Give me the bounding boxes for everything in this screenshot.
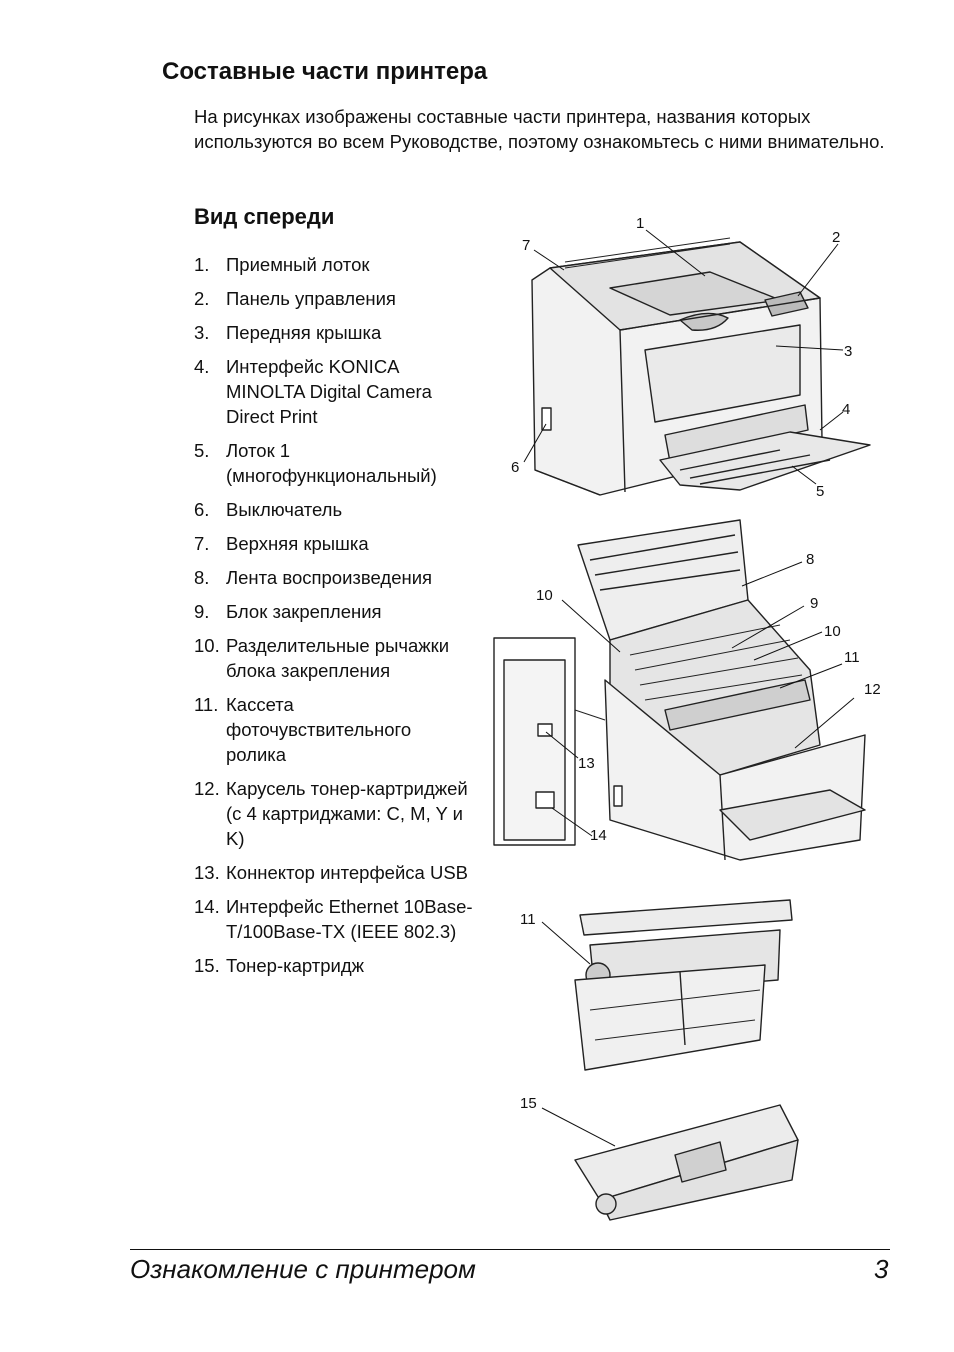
footer-rule — [130, 1249, 890, 1250]
list-item: 1. Приемный лоток — [194, 252, 474, 277]
parts-list: 1. Приемный лоток 2. Панель управления 3. П… — [194, 252, 474, 987]
item-number: 15. — [194, 955, 220, 976]
list-item: 12. Карусель тонер-картриджей (с 4 картри… — [194, 776, 474, 851]
leader-lines-drum — [541, 921, 591, 965]
item-label: Тонер-картридж — [226, 955, 365, 976]
item-label: Интерфейс Ethernet 10Base-T/100Base-TX (… — [226, 896, 473, 942]
item-number: 1. — [194, 254, 210, 275]
item-number: 7. — [194, 533, 210, 554]
list-item: 7. Верхняя крышка — [194, 531, 474, 556]
item-number: 9. — [194, 601, 210, 622]
list-item: 11. Кассета фоточувствительного ролика — [194, 692, 474, 767]
toner-cartridge-illustration — [574, 1104, 799, 1221]
callout-11: 11 — [844, 649, 860, 666]
callout-5: 5 — [816, 483, 824, 500]
item-label: Лоток 1 (многофункциональный) — [226, 440, 437, 486]
list-item: 15. Тонер-картридж — [194, 953, 474, 978]
list-item: 8. Лента воспроизведения — [194, 565, 474, 590]
list-item: 14. Интерфейс Ethernet 10Base-T/100Base-T… — [194, 894, 474, 944]
item-label: Приемный лоток — [226, 254, 370, 275]
item-number: 2. — [194, 288, 210, 309]
leader-lines-front — [523, 229, 844, 485]
section-title: Составные части принтера — [162, 58, 488, 85]
callout-8: 8 — [806, 551, 814, 568]
callout-12: 12 — [864, 681, 881, 698]
item-label: Коннектор интерфейса USB — [226, 862, 469, 883]
list-item: 10. Разделительные рычажки блока закрепле… — [194, 633, 474, 683]
callout-14: 14 — [590, 827, 607, 844]
drum-cartridge-illustration — [574, 899, 793, 1071]
callout-7: 7 — [522, 237, 530, 254]
item-number: 3. — [194, 322, 210, 343]
callout-2: 2 — [832, 229, 840, 246]
item-label: Верхняя крышка — [226, 533, 369, 554]
item-label: Разделительные рычажки блока закрепления — [226, 635, 450, 681]
list-item: 9. Блок закрепления — [194, 599, 474, 624]
list-item: 4. Интерфейс KONICA MINOLTA Digital Camer… — [194, 354, 474, 429]
item-number: 6. — [194, 499, 210, 520]
printer-open-illustration — [493, 519, 866, 861]
callout-9: 9 — [810, 595, 818, 612]
callout-10: 10 — [824, 623, 841, 640]
callout-10: 10 — [536, 587, 553, 604]
page-number: 3 — [874, 1254, 889, 1284]
item-label: Интерфейс KONICA MINOLTA Digital Camera … — [226, 356, 432, 427]
item-number: 5. — [194, 440, 210, 461]
leader-lines-toner — [541, 1107, 616, 1147]
subsection-title: Вид спереди — [194, 204, 335, 229]
callout-3: 3 — [844, 343, 852, 360]
callout-4: 4 — [842, 401, 850, 418]
item-label: Выключатель — [226, 499, 343, 520]
list-item: 2. Панель управления — [194, 286, 474, 311]
item-label: Лента воспроизведения — [226, 567, 433, 588]
item-label: Панель управления — [226, 288, 396, 309]
footer-chapter-title: Ознакомление с принтером — [130, 1254, 476, 1284]
item-number: 10. — [194, 635, 220, 656]
item-number: 13. — [194, 862, 220, 883]
item-number: 12. — [194, 778, 220, 799]
item-label: Блок закрепления — [226, 601, 382, 622]
callout-13: 13 — [578, 755, 595, 772]
leader-lines-open — [545, 561, 855, 837]
item-label: Передняя крышка — [226, 322, 382, 343]
list-item: 5. Лоток 1 (многофункциональный) — [194, 438, 474, 488]
item-number: 8. — [194, 567, 210, 588]
callout-1: 1 — [636, 215, 644, 232]
item-label: Кассета фоточувствительного ролика — [226, 694, 412, 765]
printer-illustrations: 1 2 3 4 5 6 7 8 9 10 10 11 12 13 14 11 1… — [480, 200, 900, 1240]
intro-paragraph: На рисунках изображены составные части п… — [194, 106, 885, 152]
list-item: 3. Передняя крышка — [194, 320, 474, 345]
callout-6: 6 — [511, 459, 519, 476]
printer-front-illustration — [531, 237, 871, 496]
list-item: 6. Выключатель — [194, 497, 474, 522]
item-label: Карусель тонер-картриджей (с 4 картриджа… — [226, 778, 468, 849]
item-number: 11. — [194, 694, 219, 715]
callout-11: 11 — [520, 911, 536, 928]
printer-drawings: 1 2 3 4 5 6 7 8 9 10 10 11 12 13 14 11 1… — [493, 215, 881, 1221]
item-number: 4. — [194, 356, 210, 377]
list-item: 13. Коннектор интерфейса USB — [194, 860, 474, 885]
callout-15: 15 — [520, 1095, 537, 1112]
item-number: 14. — [194, 896, 220, 917]
